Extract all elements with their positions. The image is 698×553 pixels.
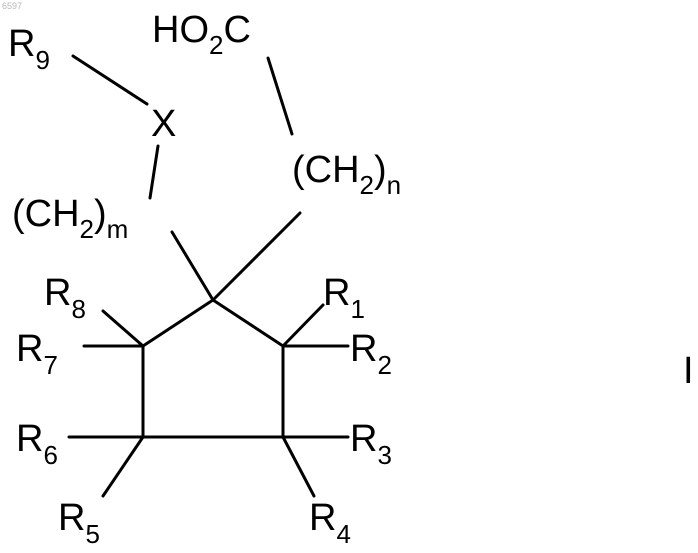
formula-label: I (683, 350, 694, 392)
bond-x-to-r9 (73, 56, 147, 104)
ch2-m-label: (CH2)m (12, 193, 128, 244)
bond-r1 (283, 305, 323, 346)
bond-ch2n-to-co2h (268, 58, 292, 134)
substituent-r3: R3 (350, 418, 392, 470)
bond-r4 (283, 437, 314, 496)
substituent-r1: R1 (323, 272, 365, 324)
bond-to-ch2m (172, 232, 213, 300)
bond-ch2m-to-x (150, 146, 158, 198)
ring-bond-top-left (143, 300, 213, 346)
substituent-r4: R4 (309, 497, 351, 549)
ch2-n-label: (CH2)n (292, 149, 401, 200)
substituent-r5: R5 (58, 497, 100, 549)
substituent-r2: R2 (350, 328, 392, 380)
substituent-r6: R6 (16, 418, 58, 470)
bond-r8 (103, 311, 143, 346)
figure-id: 6597 (2, 1, 22, 11)
ring-bond-top-right (213, 300, 283, 346)
heteroatom-x-label: X (151, 103, 176, 145)
carboxyl-group-label: HO2C (152, 9, 251, 60)
substituent-r7: R7 (16, 328, 58, 380)
bond-to-ch2n (213, 213, 300, 300)
bonds (69, 56, 348, 496)
substituent-r9: R9 (8, 23, 50, 75)
substituent-r8: R8 (44, 272, 86, 324)
bond-r5 (103, 437, 143, 496)
